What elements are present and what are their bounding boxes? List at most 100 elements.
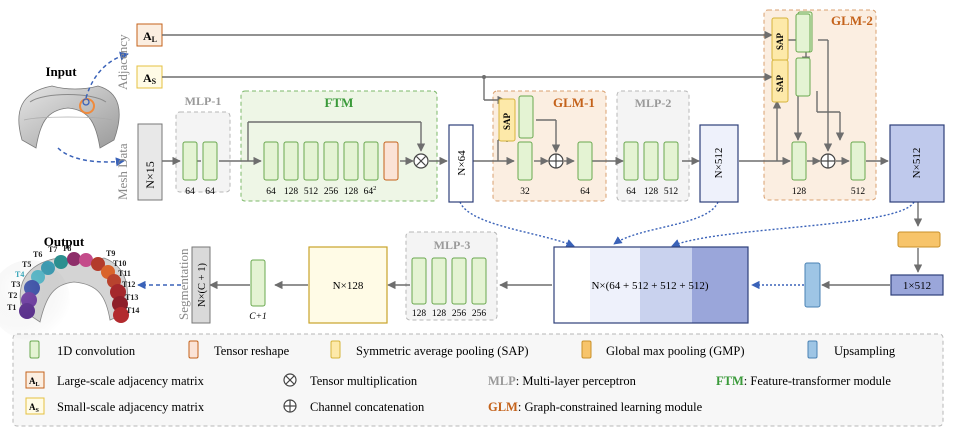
input-title: Input bbox=[45, 64, 77, 79]
legend-conv-label: 1D convolution bbox=[57, 344, 136, 358]
tooth-labels: T6 T5 T4 T3 T2 T1 T7 T8 T9 T10 T11 T12 T… bbox=[7, 244, 139, 315]
tooth-label-t12: T12 bbox=[122, 280, 135, 289]
mlp3-title: MLP-3 bbox=[434, 238, 471, 252]
legend-mlp: MLP: Multi-layer perceptron bbox=[488, 374, 637, 388]
mlp3-conv-3 bbox=[451, 257, 467, 305]
legend-mult-label: Tensor multiplication bbox=[310, 374, 418, 388]
mlp2-conv-2 bbox=[643, 141, 659, 181]
legend-al-label: Large-scale adjacency matrix bbox=[57, 374, 205, 388]
mlp3-conv-4 bbox=[471, 257, 487, 305]
svg-text:SAP: SAP bbox=[775, 32, 785, 50]
tooth-label-t14: T14 bbox=[126, 306, 139, 315]
svg-text:N×64: N×64 bbox=[456, 150, 468, 176]
svg-text:128: 128 bbox=[284, 187, 299, 197]
ftm-title: FTM bbox=[325, 95, 354, 110]
ftm-conv-2 bbox=[283, 141, 299, 181]
svg-text:N×(64 + 512 + 512 + 512): N×(64 + 512 + 512 + 512) bbox=[591, 280, 708, 292]
n128-box: N×128 bbox=[308, 246, 388, 324]
legend-concat-label: Channel concatenation bbox=[310, 400, 425, 414]
dim-labels: 64 64 64 128 512 256 128 642 32 64 64 12… bbox=[185, 185, 865, 322]
svg-text:N×512: N×512 bbox=[911, 148, 923, 179]
glm2-title: GLM-2 bbox=[831, 13, 873, 28]
ftm-conv-3 bbox=[303, 141, 319, 181]
input-to-mesh-arrow bbox=[57, 147, 125, 167]
ftm-conv-6 bbox=[363, 141, 379, 181]
svg-text:128: 128 bbox=[644, 187, 659, 197]
mlp2-conv-3 bbox=[663, 141, 679, 181]
concat-feature-box: N×(64 + 512 + 512 + 512) bbox=[553, 246, 749, 324]
svg-text:512: 512 bbox=[304, 187, 319, 197]
svg-text:256: 256 bbox=[452, 309, 467, 319]
glm2-conv-1 bbox=[791, 141, 807, 181]
legend-reshape-label: Tensor reshape bbox=[214, 344, 290, 358]
n64-box: N×64 bbox=[448, 124, 474, 203]
legend-upsampling-swatch bbox=[807, 340, 818, 359]
tooth-label-t7: T7 bbox=[48, 245, 57, 254]
svg-text:SAP: SAP bbox=[775, 74, 785, 92]
glm1-sap-block: SAP bbox=[498, 98, 516, 142]
svg-text:64: 64 bbox=[185, 187, 195, 197]
one512-box: 1×512 bbox=[890, 274, 944, 296]
legend-al-swatch bbox=[25, 371, 45, 389]
legend-upsampling-label: Upsampling bbox=[834, 344, 896, 358]
glm2-sap-block-2: SAP bbox=[771, 59, 789, 103]
glm2-conv-upper-2 bbox=[795, 57, 811, 97]
legend-sap-label: Symmetric average pooling (SAP) bbox=[356, 344, 529, 358]
mesh-input-box: N×15 bbox=[137, 123, 163, 201]
tensor-multiply-symbol bbox=[413, 153, 429, 169]
glm2-concat-symbol bbox=[820, 153, 836, 169]
tooth-label-t10: T10 bbox=[113, 259, 126, 268]
svg-text:N×128: N×128 bbox=[333, 280, 364, 292]
al-input-box: AL bbox=[136, 23, 163, 47]
svg-text:C+1: C+1 bbox=[249, 312, 267, 322]
svg-text:256: 256 bbox=[324, 187, 339, 197]
legend-as-label: Small-scale adjacency matrix bbox=[57, 400, 205, 414]
svg-text:SAP: SAP bbox=[502, 112, 512, 130]
tooth-label-t13: T13 bbox=[125, 293, 138, 302]
tooth-label-t9: T9 bbox=[106, 249, 115, 258]
glm2-conv-upper-1 bbox=[795, 13, 811, 53]
glm2-sap-block-1: SAP bbox=[771, 17, 789, 61]
legend-gmp-swatch bbox=[581, 340, 592, 359]
gmp-block bbox=[897, 231, 941, 248]
tooth-label-t3: T3 bbox=[11, 280, 20, 289]
svg-text:128: 128 bbox=[344, 187, 359, 197]
svg-text:N×15: N×15 bbox=[143, 161, 157, 188]
svg-text:128: 128 bbox=[412, 309, 427, 319]
svg-text:AS: AS bbox=[29, 402, 40, 414]
legend-gmp-label: Global max pooling (GMP) bbox=[606, 344, 745, 358]
ncl-box: N×(C + 1) bbox=[191, 246, 211, 324]
legend-conv-swatch bbox=[29, 340, 40, 359]
glm1-conv-1 bbox=[517, 141, 533, 181]
mlp2-conv-1 bbox=[623, 141, 639, 181]
mlp1-conv-2 bbox=[202, 141, 218, 181]
output-title: Output bbox=[44, 234, 85, 249]
legend-sap-swatch bbox=[330, 340, 341, 359]
mlp2-title: MLP-2 bbox=[635, 96, 672, 110]
svg-text:128: 128 bbox=[792, 187, 807, 197]
tooth-label-t5: T5 bbox=[22, 260, 31, 269]
upsampling-block bbox=[804, 262, 821, 308]
mlp3-conv-1 bbox=[411, 257, 427, 305]
svg-text:64: 64 bbox=[580, 187, 590, 197]
glm2-conv-2 bbox=[850, 141, 866, 181]
svg-text:64: 64 bbox=[266, 187, 276, 197]
input-to-adjacency-arrow bbox=[85, 51, 129, 99]
svg-text:642: 642 bbox=[364, 185, 377, 197]
glm1-title: GLM-1 bbox=[553, 95, 595, 110]
legend-mult-icon bbox=[283, 373, 297, 387]
output-segmentation-image bbox=[0, 252, 129, 340]
ftm-conv-1 bbox=[263, 141, 279, 181]
svg-text:32: 32 bbox=[520, 187, 530, 197]
svg-text:N×512: N×512 bbox=[713, 148, 725, 179]
tooth-label-t2: T2 bbox=[8, 291, 17, 300]
tooth-label-t8: T8 bbox=[62, 244, 71, 253]
svg-text:N×(C + 1): N×(C + 1) bbox=[197, 263, 208, 307]
mlp3-conv-2 bbox=[431, 257, 447, 305]
mlp1-title: MLP-1 bbox=[185, 94, 222, 108]
ftm-conv-4 bbox=[323, 141, 339, 181]
svg-text:AL: AL bbox=[143, 29, 157, 44]
legend-panel bbox=[12, 333, 944, 427]
legend-concat-icon bbox=[283, 399, 297, 413]
